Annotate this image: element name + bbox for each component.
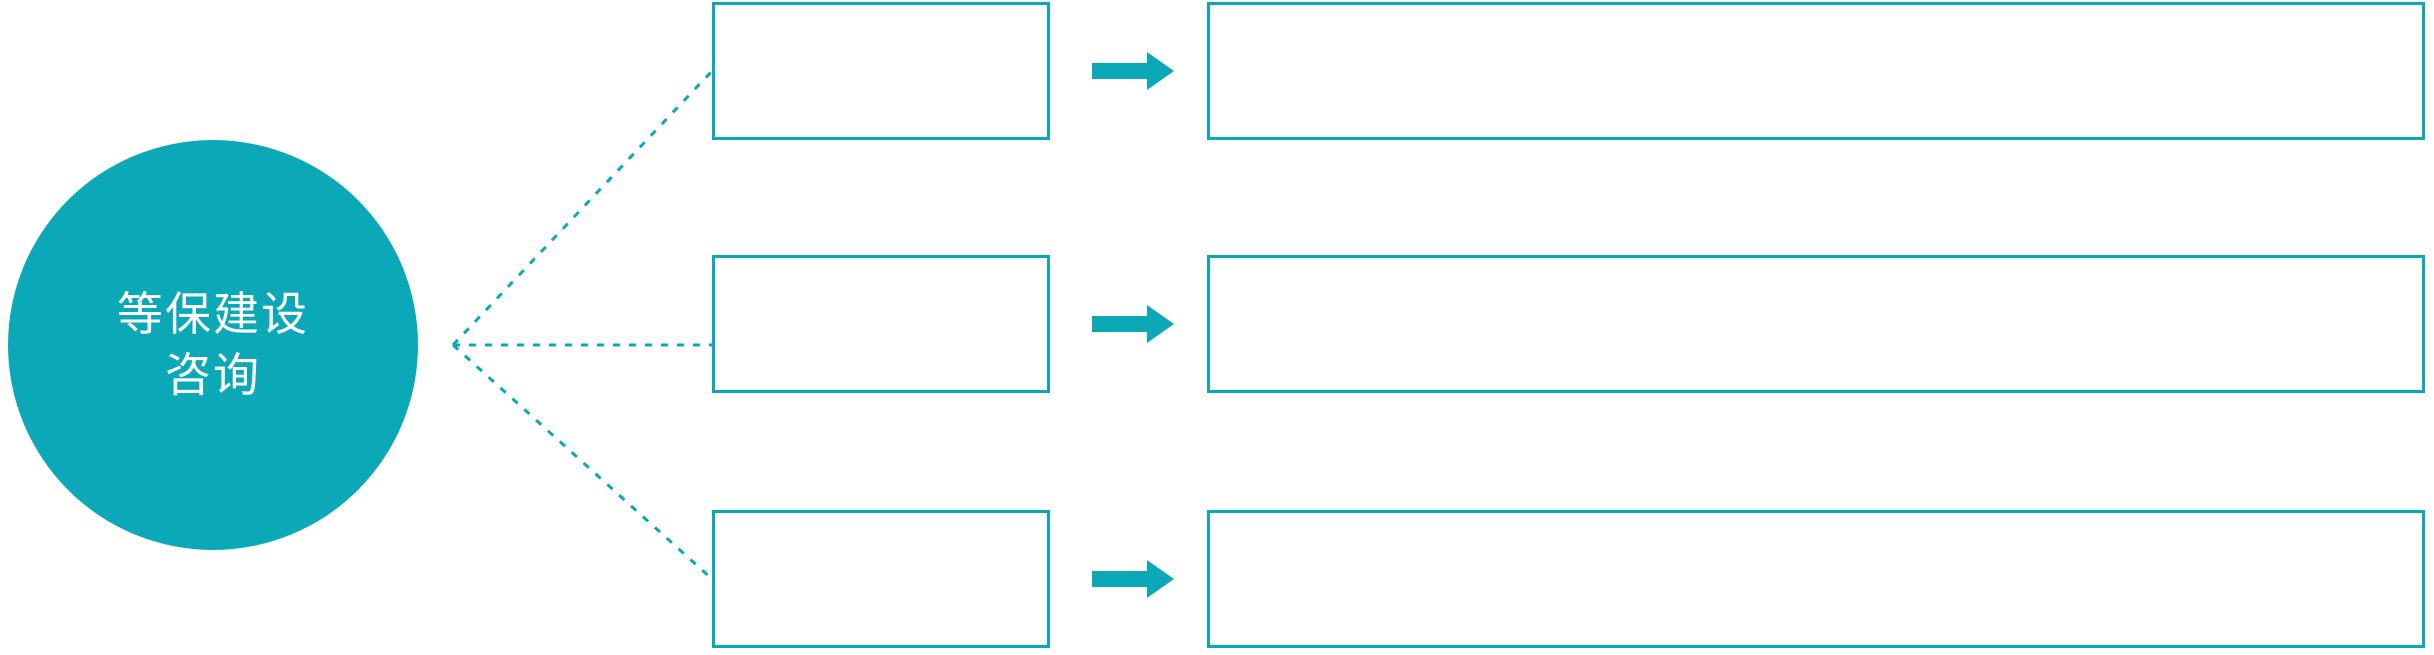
detail-box-1[interactable] [1207, 2, 2425, 140]
detail-box-2[interactable] [1207, 255, 2425, 393]
detail-box-2-label [1210, 258, 2422, 286]
hub-title-line-1: 等保建设 [117, 288, 309, 341]
stage-box-3-label [715, 513, 1047, 541]
stage-box-2-label [715, 258, 1047, 286]
detail-box-1-label [1210, 5, 2422, 33]
connector-line-3 [451, 343, 714, 581]
arrow-right-icon-1 [1092, 52, 1174, 90]
stage-box-3[interactable] [712, 510, 1050, 648]
stage-box-1-label [715, 5, 1047, 33]
arrow-right-icon-3 [1092, 560, 1174, 598]
arrow-right-icon-2 [1092, 305, 1174, 343]
stage-box-2[interactable] [712, 255, 1050, 393]
connector-line-1 [451, 69, 714, 347]
stage-box-1[interactable] [712, 2, 1050, 140]
hub-title-line-2: 咨询 [165, 349, 261, 401]
detail-box-3-label [1210, 513, 2422, 541]
detail-box-3[interactable] [1207, 510, 2425, 648]
hub-circle[interactable]: 等保建设 咨询 [8, 140, 418, 550]
